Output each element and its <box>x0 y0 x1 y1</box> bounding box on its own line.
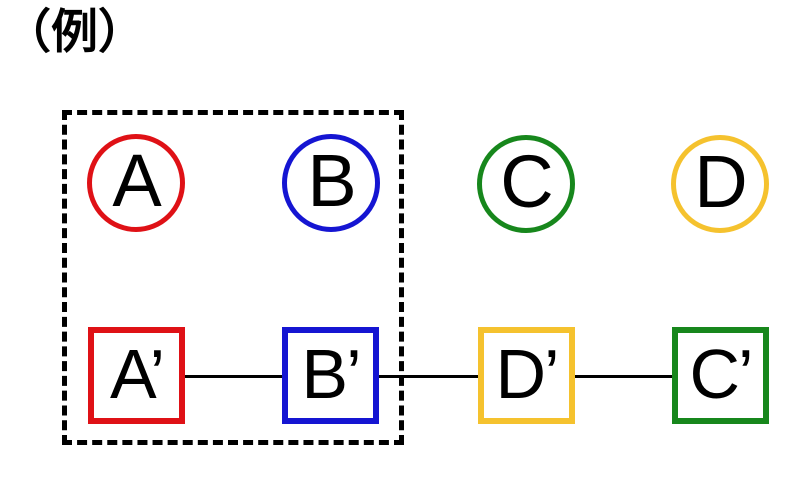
connector-line-dprime-cprime <box>575 375 672 378</box>
node-circle-a-label: A <box>112 139 161 222</box>
group-dashed-box <box>62 110 404 445</box>
connector-line-aprime-bprime <box>185 375 282 378</box>
node-square-a-prime-label: A’ <box>109 334 165 413</box>
node-square-b-prime-label: B’ <box>301 334 361 413</box>
node-square-a-prime: A’ <box>88 327 185 424</box>
node-square-c-prime-label: C’ <box>689 334 753 413</box>
node-circle-c-label: C <box>500 140 553 223</box>
node-square-d-prime: D’ <box>478 327 575 424</box>
diagram-title: （例） <box>4 5 145 58</box>
node-circle-d-label: D <box>694 140 747 223</box>
node-square-d-prime-label: D’ <box>495 334 559 413</box>
node-square-c-prime: C’ <box>672 327 769 424</box>
node-circle-b-label: B <box>307 139 356 222</box>
node-circle-a: A <box>87 134 185 232</box>
connector-line-bprime-dprime <box>379 375 478 378</box>
node-square-b-prime: B’ <box>282 327 379 424</box>
node-circle-d: D <box>671 135 769 233</box>
node-circle-b: B <box>282 134 380 232</box>
node-circle-c: C <box>477 135 575 233</box>
